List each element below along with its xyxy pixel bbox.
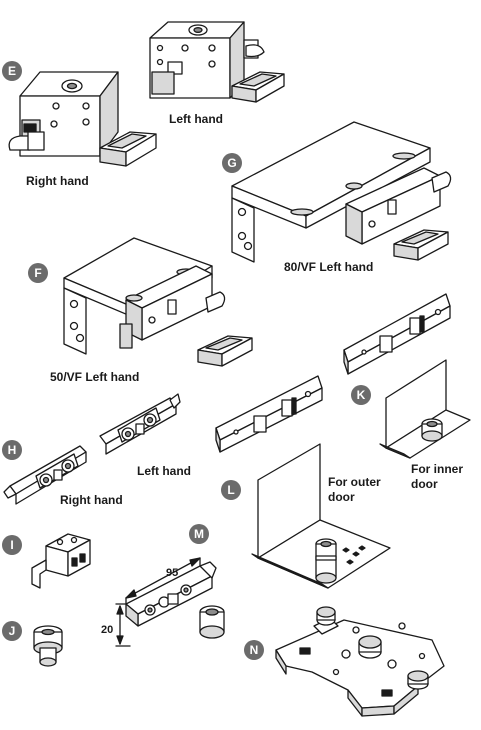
part-e-right-hand-clip	[99, 131, 157, 167]
part-h-left-hand-roller	[99, 393, 181, 455]
label-h-left-hand: Left hand	[137, 464, 191, 478]
part-e-left-hand-block	[149, 21, 265, 99]
svg-text:J: J	[9, 624, 16, 638]
part-k-inner-door-bracket	[379, 359, 471, 459]
part-m-guide-roller	[125, 561, 217, 627]
label-l-line2: door	[328, 490, 355, 504]
part-m-cylinder-roller	[199, 605, 225, 639]
badge-f: F	[28, 263, 48, 283]
part-h-right-hand-roller	[3, 445, 87, 505]
part-j-roller	[33, 625, 63, 667]
part-l-rail-plate	[215, 375, 323, 453]
part-m-dimension-lines	[115, 557, 201, 647]
badge-g: G	[222, 153, 242, 173]
badge-n: N	[244, 640, 264, 660]
badge-i: I	[2, 535, 22, 555]
label-e-right-hand: Right hand	[26, 174, 89, 188]
svg-text:E: E	[8, 64, 16, 78]
svg-text:K: K	[357, 388, 366, 402]
dimension-length: 95	[166, 567, 178, 579]
svg-text:I: I	[10, 538, 13, 552]
svg-text:N: N	[250, 643, 259, 657]
label-e-left-hand: Left hand	[169, 112, 223, 126]
svg-text:F: F	[34, 266, 41, 280]
badge-h: H	[2, 440, 22, 460]
part-g-80vf-bracket	[231, 121, 452, 263]
badge-e: E	[2, 61, 22, 81]
label-k-line2: door	[411, 477, 438, 491]
badge-k: K	[351, 385, 371, 405]
part-l-outer-door-bracket	[251, 443, 391, 589]
label-h-right-hand: Right hand	[60, 493, 123, 507]
svg-text:L: L	[227, 483, 234, 497]
part-k-rail-plate	[343, 293, 451, 375]
dimension-height: 20	[101, 624, 113, 636]
svg-text:G: G	[227, 156, 236, 170]
badge-l: L	[221, 480, 241, 500]
badge-j: J	[2, 621, 22, 641]
badge-m: M	[189, 524, 209, 544]
label-l-line1: For outer	[328, 475, 381, 489]
part-f-50vf-bracket	[63, 237, 226, 355]
svg-text:H: H	[8, 443, 17, 457]
label-f-caption: 50/VF Left hand	[50, 370, 139, 384]
part-n-mounting-plate	[275, 606, 445, 717]
part-e-right-hand-block	[8, 71, 119, 157]
label-g-caption: 80/VF Left hand	[284, 260, 373, 274]
part-f-clip	[197, 335, 253, 367]
label-k-line1: For inner	[411, 462, 463, 476]
svg-text:M: M	[194, 527, 204, 541]
part-i-small-bracket	[31, 533, 91, 589]
part-g-clip	[393, 229, 449, 261]
part-e-left-hand-clip	[231, 71, 285, 103]
